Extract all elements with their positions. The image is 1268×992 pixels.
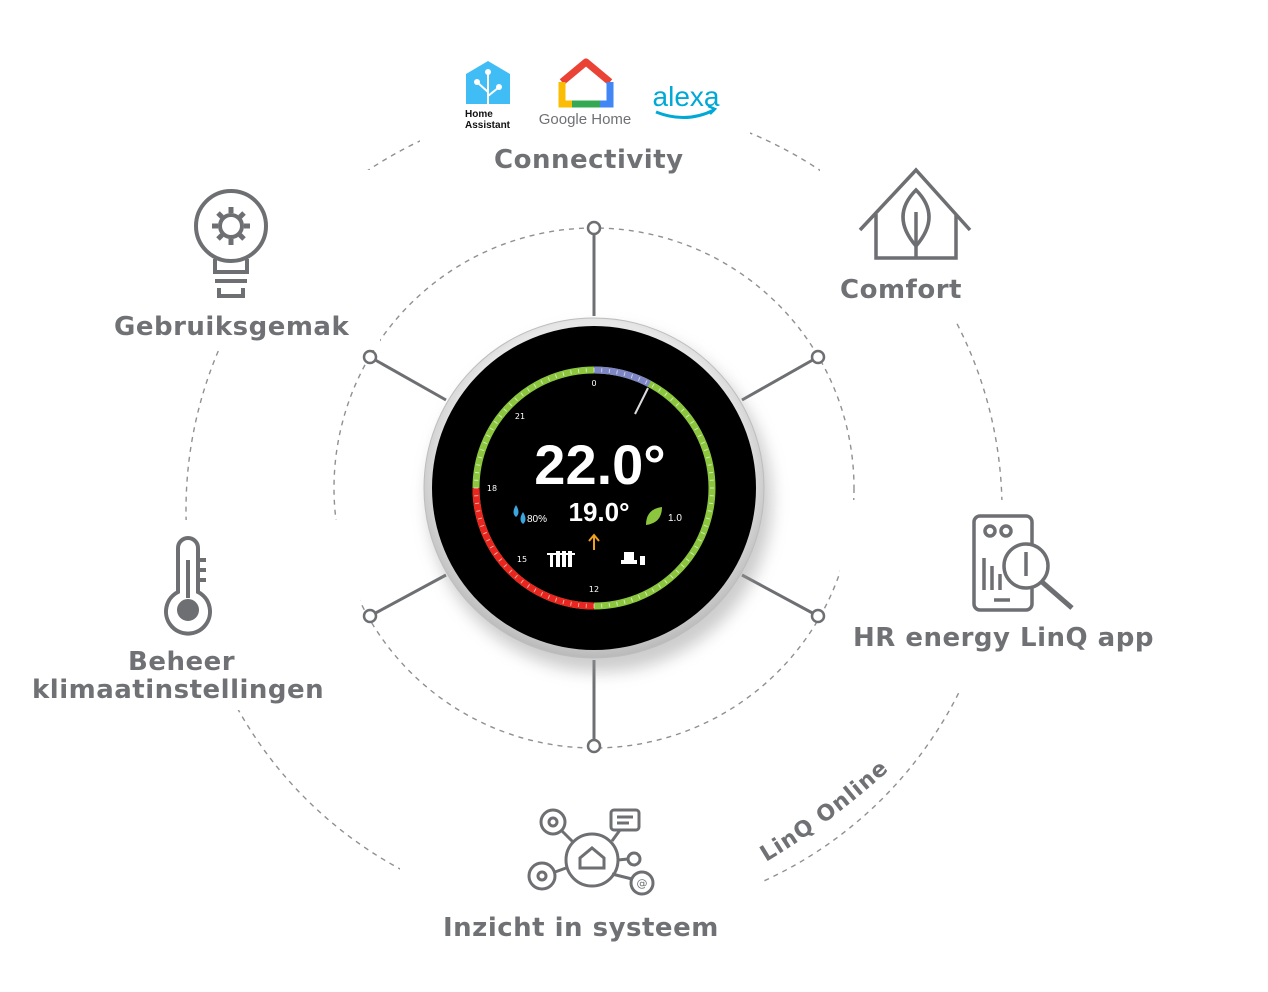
hot-water-icon (621, 552, 645, 565)
google-home-text: Google Home (539, 111, 632, 128)
humidity-drops-icon (513, 505, 526, 524)
setpoint-temperature: 19.0° (568, 497, 629, 527)
tick-label-bottom-left: 15 (517, 555, 527, 564)
eco-value: 1.0 (668, 513, 682, 524)
dial-needle (634, 387, 649, 415)
app-label: HR energy LinQ app (853, 623, 1154, 653)
heating-arrow-icon (588, 533, 600, 550)
thermostat-device: 0 21 18 15 12 22.0° 19.0° 80% 1.0 (423, 317, 772, 672)
tick-label-left: 18 (487, 484, 497, 493)
phone-magnifier-icon (972, 514, 1074, 612)
linq-online-arc-label: LinQ Online (756, 755, 894, 867)
insight-label: Inzicht in systeem (443, 913, 719, 943)
tick-label-top-left: 21 (515, 412, 525, 421)
alexa-logo: alexa (653, 81, 720, 119)
climate-label-line1: Beheer (128, 647, 236, 677)
linq-online-text: LinQ Online (756, 755, 893, 867)
humidity-value: 80% (527, 514, 547, 525)
connectivity-label: Connectivity (494, 145, 684, 175)
climate-label-line2: klimaatinstellingen (32, 675, 325, 705)
comfort-label: Comfort (840, 275, 962, 305)
current-temperature: 22.0° (534, 433, 665, 496)
radiator-icon (547, 551, 575, 567)
home-assistant-line1: Home (465, 109, 493, 120)
thermometer-icon (164, 536, 212, 636)
spokes (369, 228, 819, 746)
house-leaf-icon (858, 167, 972, 260)
lightbulb-gear-icon (194, 189, 268, 298)
home-assistant-line2: Assistant (465, 120, 511, 131)
svg-text:@: @ (637, 877, 648, 890)
tick-label-bottom: 12 (589, 585, 599, 594)
dial-blue-arc (593, 366, 652, 387)
ease-label: Gebruiksgemak (114, 312, 350, 342)
network-hub-icon: @ (527, 808, 655, 896)
eco-leaf-icon (646, 507, 662, 525)
home-assistant-logo: Home Assistant (465, 61, 511, 131)
dial-tick-marks (474, 368, 714, 608)
tick-label-top: 0 (591, 379, 596, 388)
google-home-logo: Google Home (539, 58, 632, 128)
spoke-nodes (362, 220, 826, 754)
